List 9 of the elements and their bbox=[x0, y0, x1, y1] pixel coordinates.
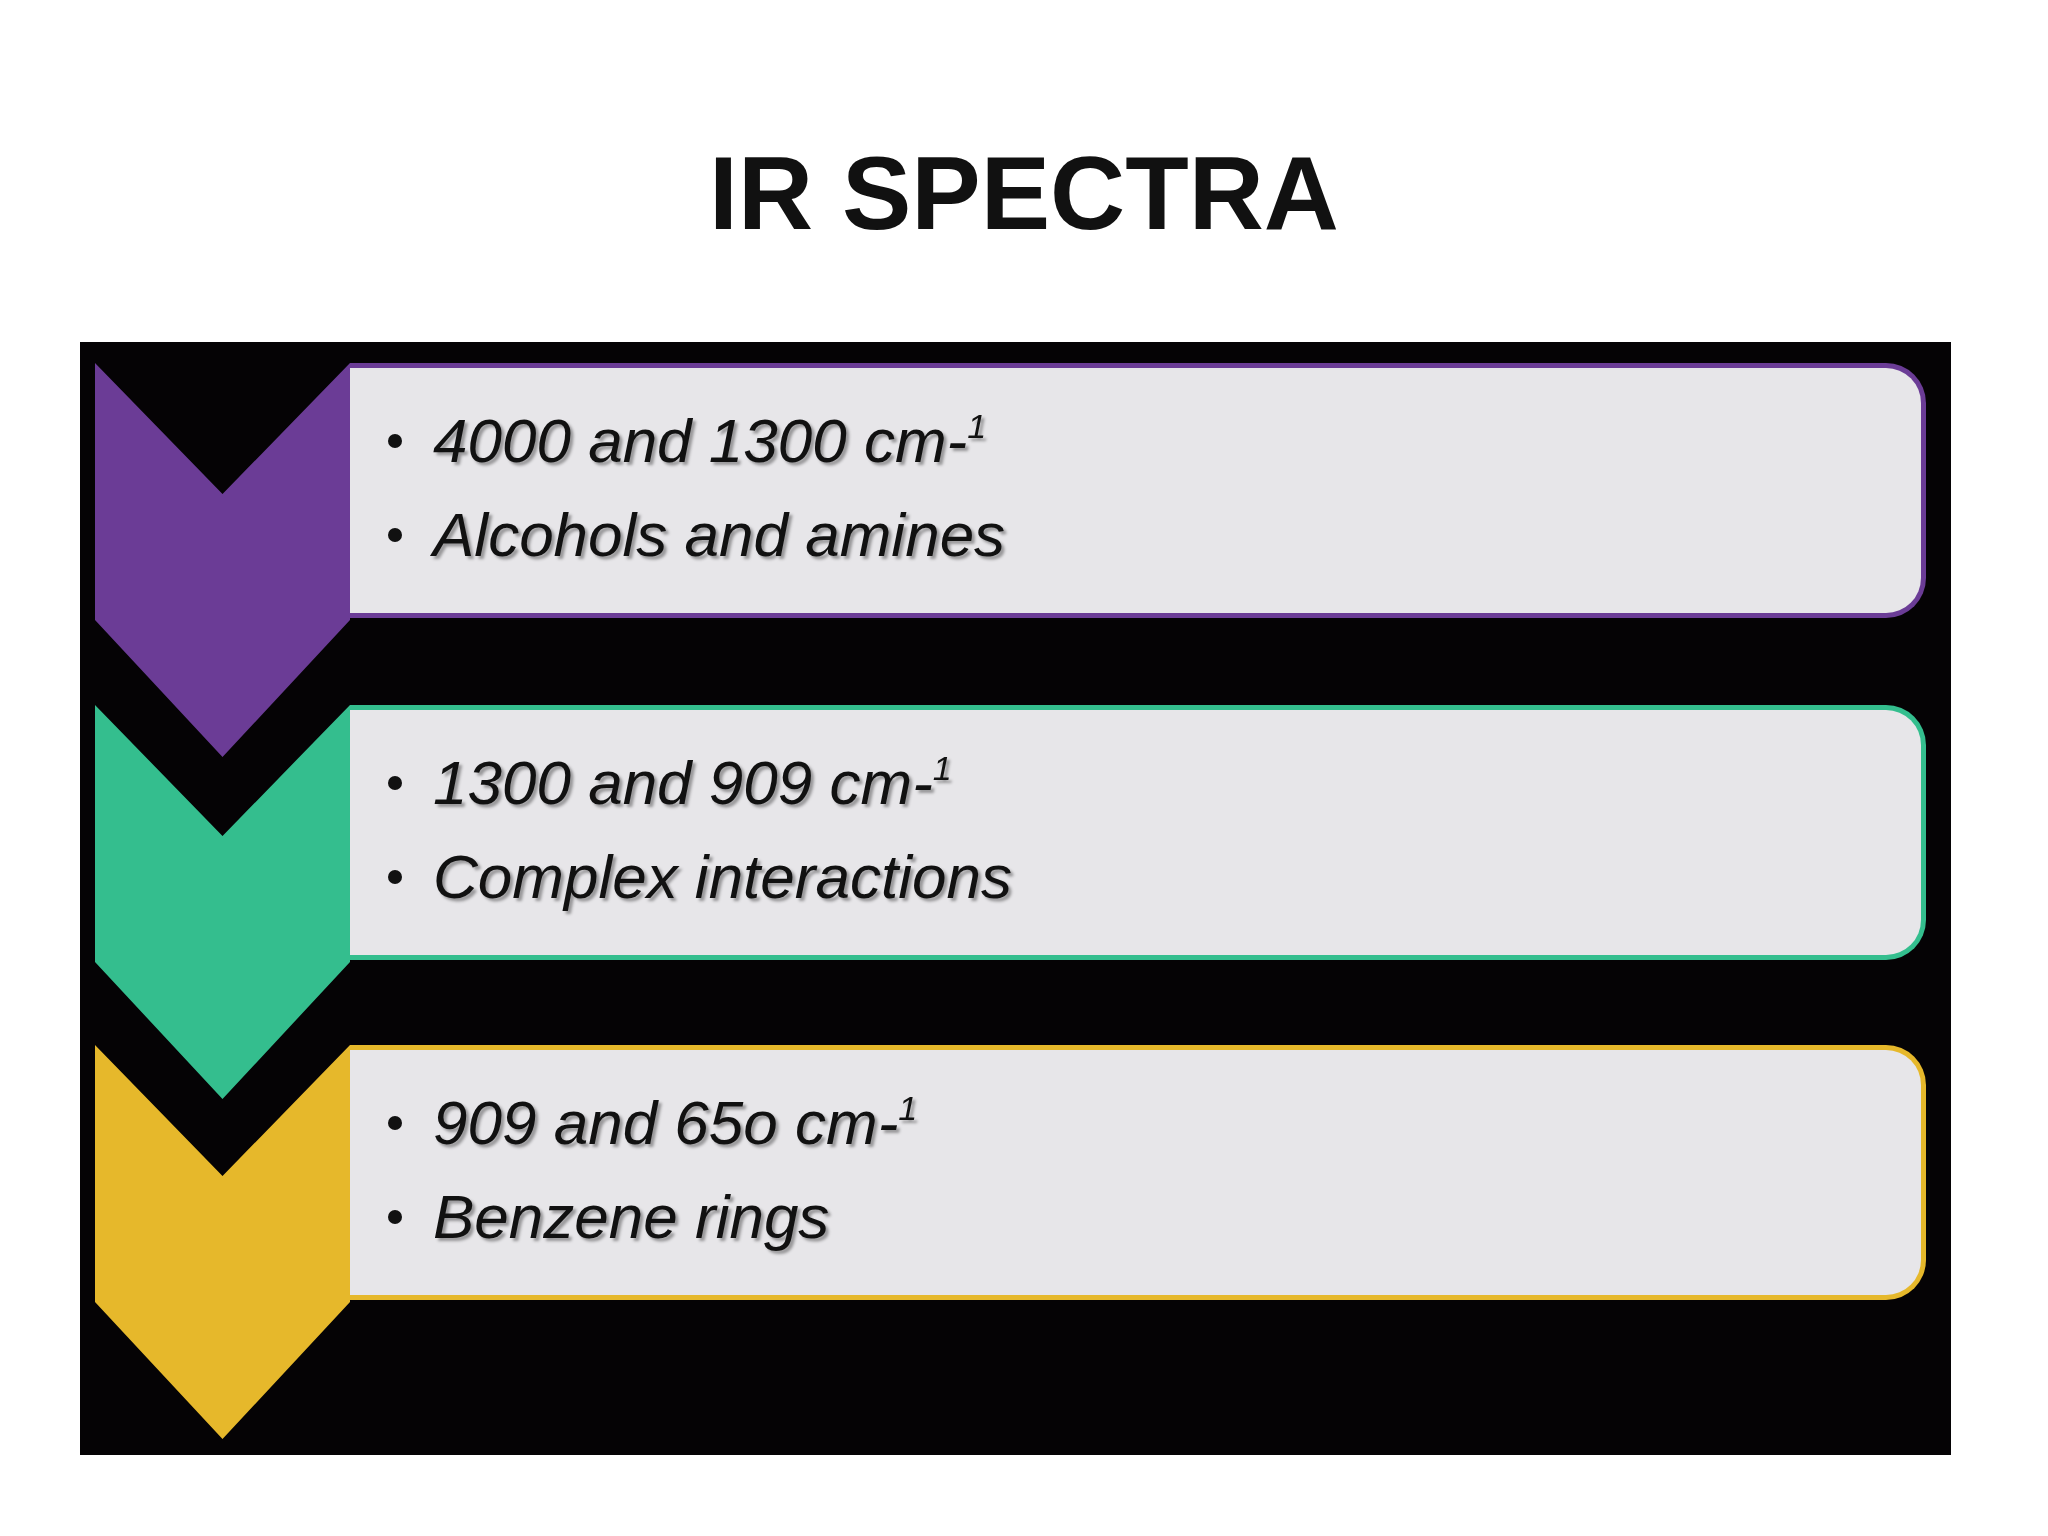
title: IR SPECTRA bbox=[709, 134, 1339, 253]
list-box bbox=[350, 1045, 1926, 1300]
list-box bbox=[350, 363, 1926, 618]
list-item-text: 4000 and 1300 cm-$^{1}$ bbox=[433, 405, 987, 477]
list-item-text: Benzene rings bbox=[433, 1181, 830, 1253]
list-item-text: 909 and 65o cm-$^{1}$ bbox=[433, 1087, 918, 1159]
list-item-text: 1300 and 909 cm-$^{1}$ bbox=[433, 747, 952, 819]
list-box bbox=[350, 705, 1926, 960]
list-item-text: Complex interactions bbox=[433, 841, 1012, 913]
